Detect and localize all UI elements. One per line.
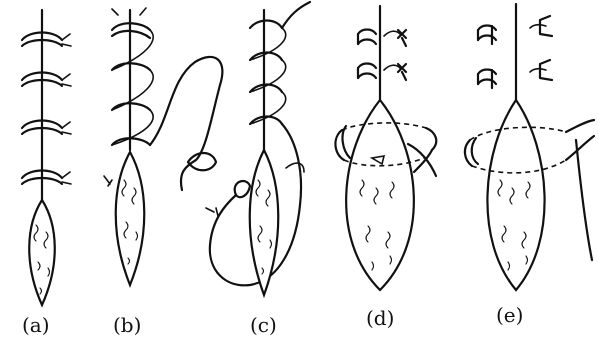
suture-thread xyxy=(566,120,594,132)
suture-thread xyxy=(282,2,310,28)
panel-e: (e) xyxy=(465,4,594,327)
open-wound xyxy=(116,152,145,285)
open-wound xyxy=(29,200,55,305)
panel-a: (a) xyxy=(22,10,71,337)
panel-d: (d) xyxy=(335,6,436,330)
panel-label-d: (d) xyxy=(366,306,394,330)
suture-thread-loop xyxy=(150,57,222,190)
continuous-stitch-loops xyxy=(250,21,286,125)
interrupted-stitch-knot xyxy=(22,33,71,47)
interrupted-stitch-knot xyxy=(22,171,71,185)
interrupted-stitch-knot xyxy=(22,121,71,135)
tied-knot xyxy=(358,30,406,47)
panel-label-a: (a) xyxy=(22,313,50,337)
panel-label-e: (e) xyxy=(496,303,523,327)
panel-b: (b) xyxy=(104,8,222,337)
panel-label-c: (c) xyxy=(250,313,277,337)
interrupted-stitch-knot xyxy=(22,73,71,87)
open-wound xyxy=(346,100,414,290)
panel-c: (c) xyxy=(206,2,310,337)
tied-knot xyxy=(358,64,406,81)
continuous-stitch-loops xyxy=(112,8,153,145)
panel-label-b: (b) xyxy=(113,313,141,337)
